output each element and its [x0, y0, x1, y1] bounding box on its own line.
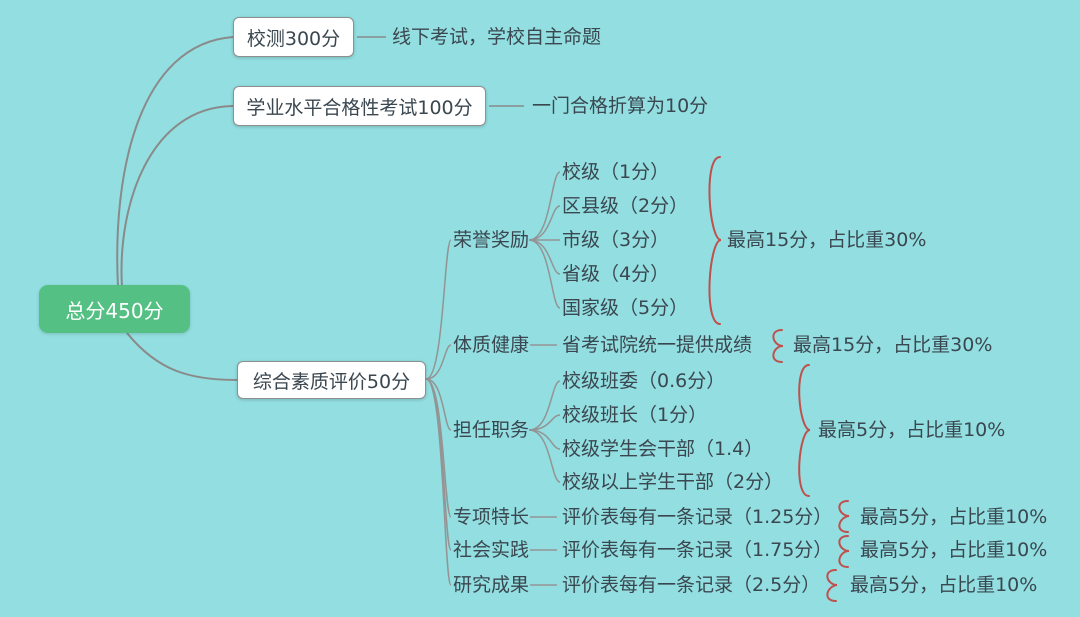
item-honor-district[interactable]: 区县级（2分）	[562, 195, 689, 217]
root-node[interactable]: 总分450分	[39, 285, 190, 333]
root-connector-top	[116, 36, 234, 288]
item-honor-province[interactable]: 省级（4分）	[562, 263, 670, 285]
category-honor[interactable]: 荣誉奖励	[453, 229, 530, 251]
category-practice[interactable]: 社会实践	[453, 539, 530, 561]
curly-brace-duty	[798, 364, 811, 497]
node-comprehensive-eval[interactable]: 综合素质评价50分	[237, 361, 426, 399]
node-comprehensive-eval-label: 综合素质评价50分	[252, 370, 411, 393]
category-connector	[425, 378, 452, 551]
item-honor-national[interactable]: 国家级（5分）	[562, 297, 689, 319]
category-duty[interactable]: 担任职务	[453, 419, 530, 441]
summary-honor[interactable]: 最高15分，占比重30%	[727, 229, 927, 251]
category-connector	[425, 344, 452, 380]
node-school-test-label: 校测300分	[246, 27, 341, 50]
category-connector	[425, 378, 452, 431]
summary-duty[interactable]: 最高5分，占比重10%	[818, 419, 1006, 441]
summary-health[interactable]: 最高15分，占比重30%	[793, 334, 993, 356]
summary-research[interactable]: 最高5分，占比重10%	[850, 574, 1038, 596]
item-honor-school[interactable]: 校级（1分）	[562, 161, 670, 183]
note-school-test[interactable]: 线下考试，学校自主命题	[392, 26, 602, 48]
item-connector	[528, 205, 561, 241]
item-duty-committee[interactable]: 校级班委（0.6分）	[562, 370, 726, 392]
root-connector-bottom	[126, 332, 238, 381]
category-connector	[425, 239, 452, 380]
item-practice-record[interactable]: 评价表每有一条记录（1.75分）	[562, 539, 833, 561]
category-connector	[425, 378, 452, 586]
item-duty-union-cadre[interactable]: 校级学生会干部（1.4）	[562, 438, 764, 460]
item-connector	[528, 380, 561, 431]
curly-brace-honor	[708, 156, 722, 325]
note-academic-exam[interactable]: 一门合格折算为10分	[532, 95, 709, 117]
item-health-provincial[interactable]: 省考试院统一提供成绩	[562, 334, 753, 356]
item-connector	[528, 171, 561, 241]
item-connector	[528, 239, 561, 309]
item-connector	[528, 414, 561, 431]
root-connector-middle	[120, 105, 234, 288]
summary-specialty[interactable]: 最高5分，占比重10%	[860, 506, 1048, 528]
item-duty-monitor[interactable]: 校级班长（1分）	[562, 404, 708, 426]
category-connector	[425, 378, 452, 518]
item-honor-city[interactable]: 市级（3分）	[562, 229, 670, 251]
curly-brace-specialty	[838, 500, 850, 533]
category-specialty[interactable]: 专项特长	[453, 506, 530, 528]
curly-brace-research	[826, 569, 838, 602]
category-health[interactable]: 体质健康	[453, 334, 530, 356]
category-research[interactable]: 研究成果	[453, 574, 530, 596]
root-node-label: 总分450分	[65, 298, 164, 323]
item-connector	[528, 429, 561, 483]
item-duty-senior-cadre[interactable]: 校级以上学生干部（2分）	[562, 471, 784, 493]
curly-brace-practice	[838, 535, 850, 568]
node-academic-exam-label: 学业水平合格性考试100分	[246, 96, 473, 119]
item-specialty-record[interactable]: 评价表每有一条记录（1.25分）	[562, 506, 833, 528]
node-school-test[interactable]: 校测300分	[233, 17, 354, 57]
item-connector	[528, 239, 561, 275]
curly-brace-health	[772, 329, 784, 363]
item-connector	[528, 429, 561, 450]
item-research-record[interactable]: 评价表每有一条记录（2.5分）	[562, 574, 821, 596]
summary-practice[interactable]: 最高5分，占比重10%	[860, 539, 1048, 561]
node-academic-exam[interactable]: 学业水平合格性考试100分	[233, 86, 486, 126]
